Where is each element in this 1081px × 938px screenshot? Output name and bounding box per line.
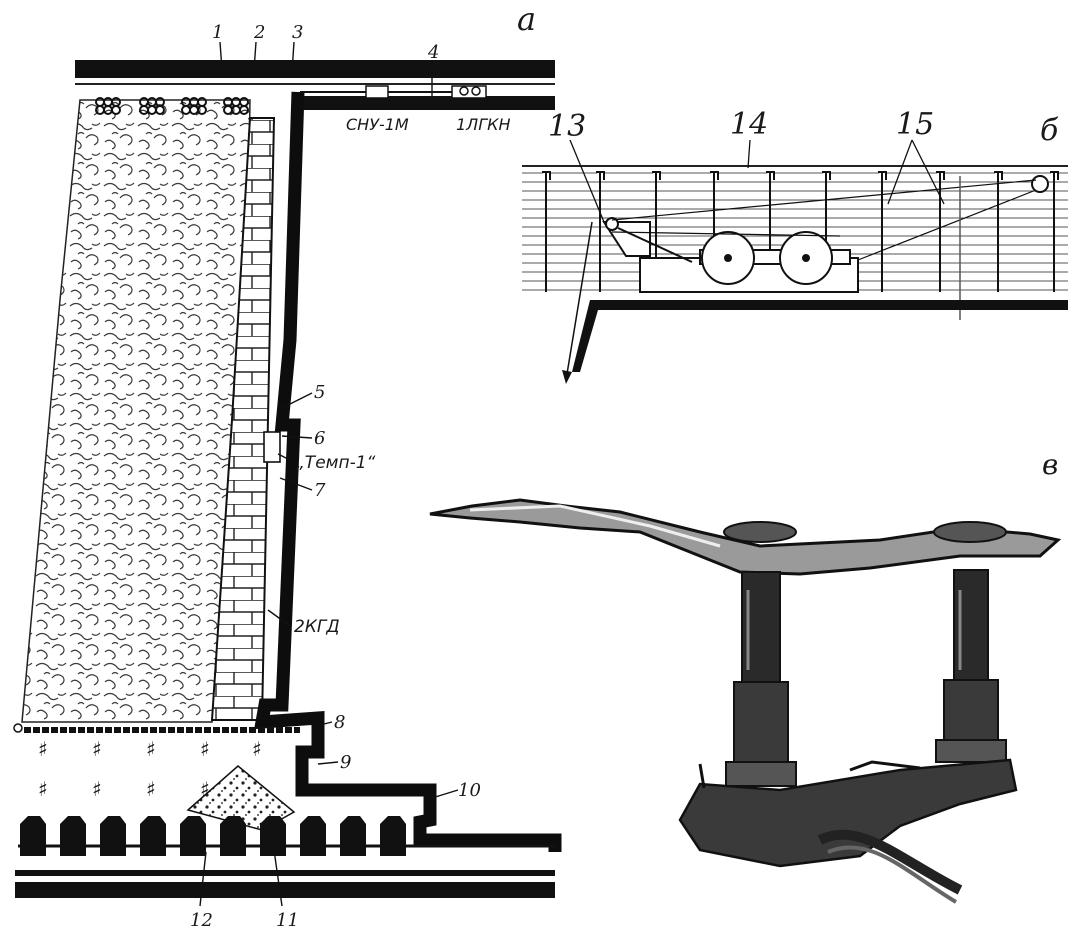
labels: а б в 1 2 3 4 5 6 7 8 9 10 11 12 13 14 1… — [190, 0, 1059, 931]
svg-text:♯: ♯ — [252, 737, 262, 761]
coal-face-line — [254, 91, 562, 852]
label-13: 13 — [548, 109, 586, 144]
svg-text:♯: ♯ — [200, 737, 210, 761]
left-hydraulic-leg — [725, 571, 797, 787]
label-6: 6 — [314, 428, 325, 449]
left-cylinder-head — [723, 521, 797, 543]
svg-text:♯: ♯ — [38, 737, 48, 761]
panel-a-letter: а — [517, 0, 536, 38]
timber-stacks-top — [95, 97, 249, 115]
support-column-bricks — [210, 117, 276, 721]
label-2: 2 — [253, 22, 265, 43]
svg-text:♯: ♯ — [38, 777, 48, 801]
panel-b-letter: б — [1040, 113, 1059, 148]
label-15: 15 — [896, 107, 934, 142]
combine-temp1-block — [263, 431, 281, 463]
pillar-marks: ♯ ♯ ♯ ♯ ♯ ♯ ♯ ♯ ♯ — [38, 737, 262, 801]
label-9: 9 — [340, 752, 351, 773]
machine-assembly — [602, 175, 1049, 293]
label-1lgkn: 1ЛГКН — [456, 115, 511, 134]
floor-band — [15, 870, 555, 876]
drift-roof — [295, 96, 555, 110]
label-8: 8 — [334, 712, 345, 733]
support-base — [678, 758, 1018, 868]
goaf-rubble — [21, 99, 251, 723]
label-11: 11 — [276, 910, 299, 931]
right-hydraulic-leg — [935, 569, 1007, 763]
right-cylinder-head — [933, 521, 1007, 543]
hose — [817, 829, 963, 895]
svg-text:♯: ♯ — [200, 777, 210, 801]
conveyor-teeth — [20, 816, 406, 856]
label-5: 5 — [314, 382, 325, 403]
svg-text:♯: ♯ — [92, 737, 102, 761]
panel-b-floor — [572, 300, 1068, 372]
label-temp-1: „Темп-1“ — [296, 453, 376, 473]
svg-text:♯: ♯ — [146, 737, 156, 761]
label-12: 12 — [190, 910, 213, 931]
leader-lines-a — [199, 41, 459, 907]
leader-lines-b — [569, 139, 945, 223]
panel-a-longwall-section: ♯ ♯ ♯ ♯ ♯ ♯ ♯ ♯ ♯ — [13, 41, 562, 907]
label-14: 14 — [730, 107, 768, 142]
label-10: 10 — [458, 780, 481, 801]
winch-1lgkn — [451, 85, 487, 99]
label-snu-1m: СНУ-1М — [346, 115, 409, 134]
arrow-down — [565, 221, 593, 381]
panel-v-powered-support — [429, 498, 1062, 904]
floor-beam-bottom — [15, 882, 555, 898]
label-1: 1 — [212, 22, 223, 43]
label-4: 4 — [427, 42, 439, 63]
panel-v-letter: в — [1042, 448, 1058, 481]
label-2kgd: 2КГД — [294, 617, 340, 637]
svg-text:♯: ♯ — [146, 777, 156, 801]
support-canopy — [429, 498, 1062, 576]
roller-chain — [13, 723, 300, 733]
label-3: 3 — [292, 22, 303, 43]
svg-text:♯: ♯ — [92, 777, 102, 801]
label-7: 7 — [314, 480, 326, 501]
pump-station-snu — [365, 85, 389, 99]
roof-beam-top — [75, 60, 555, 78]
panel-b-plan-view — [522, 139, 1068, 384]
